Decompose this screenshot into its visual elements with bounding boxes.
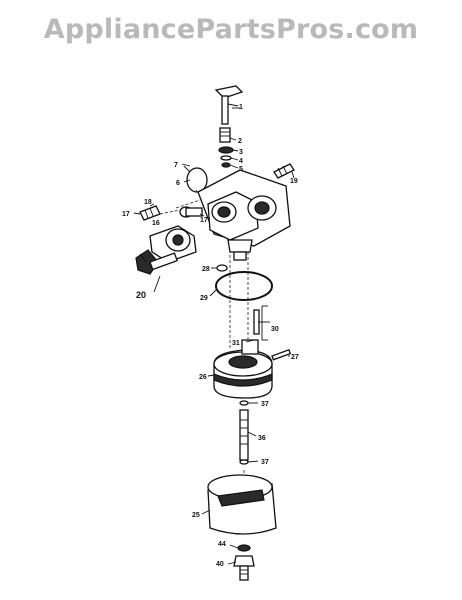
label-16: 16 bbox=[152, 220, 160, 227]
label-1: 1 bbox=[239, 104, 243, 111]
label-4: 4 bbox=[239, 158, 243, 165]
part-choke-shaft bbox=[179, 206, 203, 218]
part-bowl-gasket bbox=[215, 271, 273, 301]
label-19: 19 bbox=[290, 178, 298, 185]
label-37-lower: 37 bbox=[261, 459, 269, 466]
part-spring-and-washers bbox=[218, 127, 234, 168]
part-bowl-nut bbox=[233, 555, 255, 581]
part-hinge-pin bbox=[271, 349, 292, 361]
part-needle-seat-ring bbox=[216, 264, 228, 272]
part-choke-assembly bbox=[135, 225, 197, 275]
part-carburetor-body bbox=[197, 169, 291, 261]
label-7: 7 bbox=[174, 162, 178, 169]
part-bowl-washer bbox=[237, 544, 251, 552]
label-29: 29 bbox=[200, 295, 208, 302]
guide-lines-upper bbox=[159, 189, 249, 350]
label-30: 30 bbox=[271, 326, 279, 333]
label-18: 18 bbox=[144, 199, 152, 206]
part-idle-screw bbox=[273, 163, 295, 179]
label-31: 31 bbox=[232, 340, 240, 347]
part-throttle-bracket bbox=[214, 85, 244, 125]
leader-lines bbox=[133, 103, 295, 565]
label-27: 27 bbox=[291, 354, 299, 361]
part-number-labels: 1 2 3 4 5 6 7 16 17 18 17 19 20 28 29 30… bbox=[122, 104, 299, 568]
label-2: 2 bbox=[238, 138, 242, 145]
label-40: 40 bbox=[216, 561, 224, 568]
part-choke-screw bbox=[139, 205, 161, 221]
label-5: 5 bbox=[239, 166, 243, 173]
label-3: 3 bbox=[239, 149, 243, 156]
part-float bbox=[213, 339, 273, 399]
part-throttle-plate bbox=[183, 165, 208, 193]
label-44: 44 bbox=[218, 541, 226, 548]
label-17-left: 17 bbox=[122, 211, 130, 218]
label-17: 17 bbox=[200, 217, 208, 224]
part-fuel-bowl bbox=[207, 474, 277, 535]
site-watermark: AppliancePartsPros.com bbox=[43, 14, 419, 45]
label-6: 6 bbox=[176, 180, 180, 187]
label-26: 26 bbox=[199, 374, 207, 381]
label-25: 25 bbox=[192, 512, 200, 519]
label-36: 36 bbox=[258, 435, 266, 442]
label-37-upper: 37 bbox=[261, 401, 269, 408]
label-28: 28 bbox=[202, 266, 210, 273]
part-float-needle bbox=[253, 305, 270, 341]
label-20: 20 bbox=[136, 290, 146, 300]
